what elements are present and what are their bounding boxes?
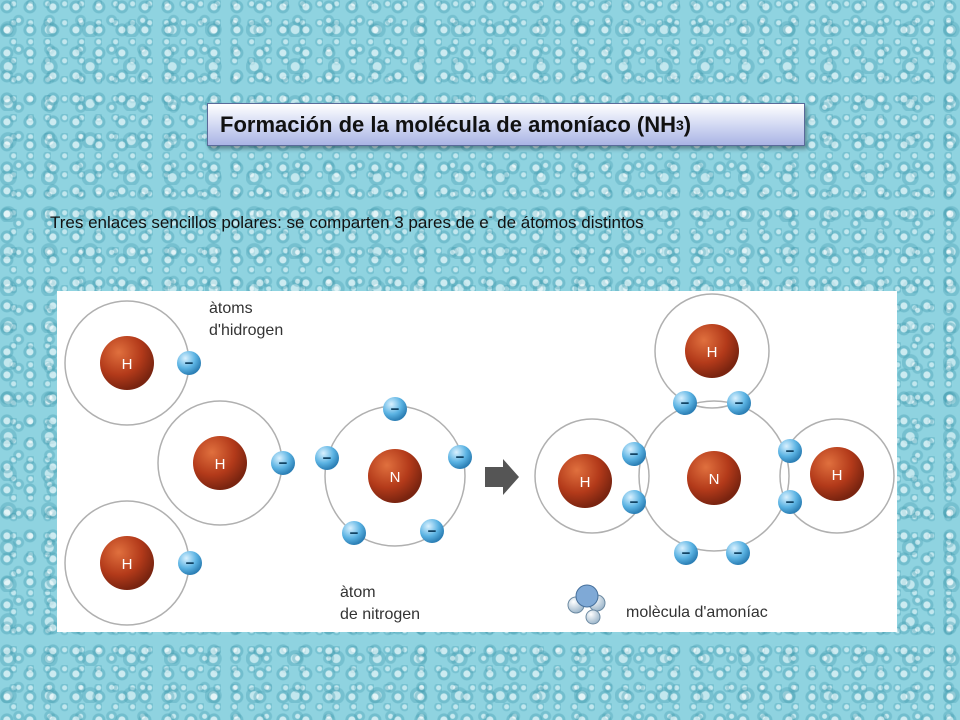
title-subscript: 3 xyxy=(676,116,684,133)
subtitle-end: de átomos distintos xyxy=(492,213,644,232)
label-nitrogen-atom-line1: àtom xyxy=(340,584,376,601)
subtitle-text: Tres enlaces sencillos polares: se compa… xyxy=(50,213,489,232)
nucleus-label: H xyxy=(122,356,133,373)
electron-sign: − xyxy=(681,395,690,412)
electron-sign: − xyxy=(186,555,195,572)
electron-icon xyxy=(778,439,802,463)
nucleus-label: H xyxy=(122,556,133,573)
subtitle-superscript: - xyxy=(488,211,493,223)
electron-sign: − xyxy=(279,455,288,472)
electron-sign: − xyxy=(630,446,639,463)
label-hydrogen-atoms-line2: d'hidrogen xyxy=(209,322,283,339)
electron-icon xyxy=(420,519,444,543)
electron-sign: − xyxy=(630,494,639,511)
electron-sign: − xyxy=(786,494,795,511)
electron-sign: − xyxy=(456,449,465,466)
hydrogen-nucleus xyxy=(685,324,739,378)
hydrogen-atom-1: H − xyxy=(64,300,201,426)
orbit-ring xyxy=(654,293,770,409)
nucleus-label: N xyxy=(709,471,720,488)
electron-icon xyxy=(315,446,339,470)
reaction-arrow-icon xyxy=(485,459,519,495)
electron-icon xyxy=(342,521,366,545)
electron-icon xyxy=(727,391,751,415)
electron-icon xyxy=(178,551,202,575)
electron-icon xyxy=(622,490,646,514)
hydrogen-nucleus xyxy=(193,436,247,490)
hydrogen-nucleus xyxy=(100,336,154,390)
electron-icon xyxy=(448,445,472,469)
nucleus-label: H xyxy=(707,344,718,361)
shared-electron-pairs: − − − − − − xyxy=(622,391,802,514)
nucleus-label: H xyxy=(215,456,226,473)
electron-sign: − xyxy=(428,523,437,540)
title-text: Formación de la molécula de amoníaco (NH xyxy=(220,111,676,137)
ammonia-formation-diagram: H − H − H − àtoms d'hidrogen N xyxy=(57,291,897,632)
electron-icon xyxy=(271,451,295,475)
nucleus-label: N xyxy=(390,469,401,486)
lone-electron-pair: − − xyxy=(674,541,750,565)
orbit-ring xyxy=(638,400,790,552)
label-hydrogen-atoms-line1: àtoms xyxy=(209,300,253,317)
electron-icon xyxy=(726,541,750,565)
electron-sign: − xyxy=(350,525,359,542)
hydrogen-nucleus xyxy=(810,447,864,501)
hydrogen-nucleus xyxy=(558,454,612,508)
hydrogen-atom-2: H − xyxy=(157,400,295,526)
label-nitrogen-atom-line2: de nitrogen xyxy=(340,606,420,623)
electron-sign: − xyxy=(323,450,332,467)
electron-sign: − xyxy=(391,401,400,418)
hydrogen-atom-3: H − xyxy=(64,500,202,626)
hydrogen-nucleus xyxy=(100,536,154,590)
diagram-canvas: H − H − H − àtoms d'hidrogen N xyxy=(64,293,895,626)
ammonia-molecule: H H N H − − − − − − xyxy=(534,293,895,565)
electron-sign: − xyxy=(734,545,743,562)
nitrogen-nucleus xyxy=(368,449,422,503)
electron-icon xyxy=(778,490,802,514)
electron-icon xyxy=(383,397,407,421)
slide-title: Formación de la molécula de amoníaco (NH… xyxy=(207,103,805,146)
slide-subtitle: Tres enlaces sencillos polares: se compa… xyxy=(50,211,910,233)
ammonia-ball-model-icon xyxy=(567,584,606,625)
electron-icon xyxy=(177,351,201,375)
nitrogen-nucleus xyxy=(687,451,741,505)
electron-icon xyxy=(622,442,646,466)
title-close: ) xyxy=(683,111,692,137)
nitrogen-electrons: − − − − − xyxy=(315,397,472,545)
nitrogen-atom: N − − − − − xyxy=(315,397,472,547)
electron-icon xyxy=(673,391,697,415)
orbit-ring xyxy=(534,418,650,534)
electron-sign: − xyxy=(185,355,194,372)
label-molecule: molècula d'amoníac xyxy=(626,604,768,621)
orbit-ring xyxy=(779,418,895,534)
electron-icon xyxy=(674,541,698,565)
nucleus-label: H xyxy=(832,467,843,484)
electron-sign: − xyxy=(786,443,795,460)
nucleus-label: H xyxy=(580,474,591,491)
electron-sign: − xyxy=(735,395,744,412)
electron-sign: − xyxy=(682,545,691,562)
